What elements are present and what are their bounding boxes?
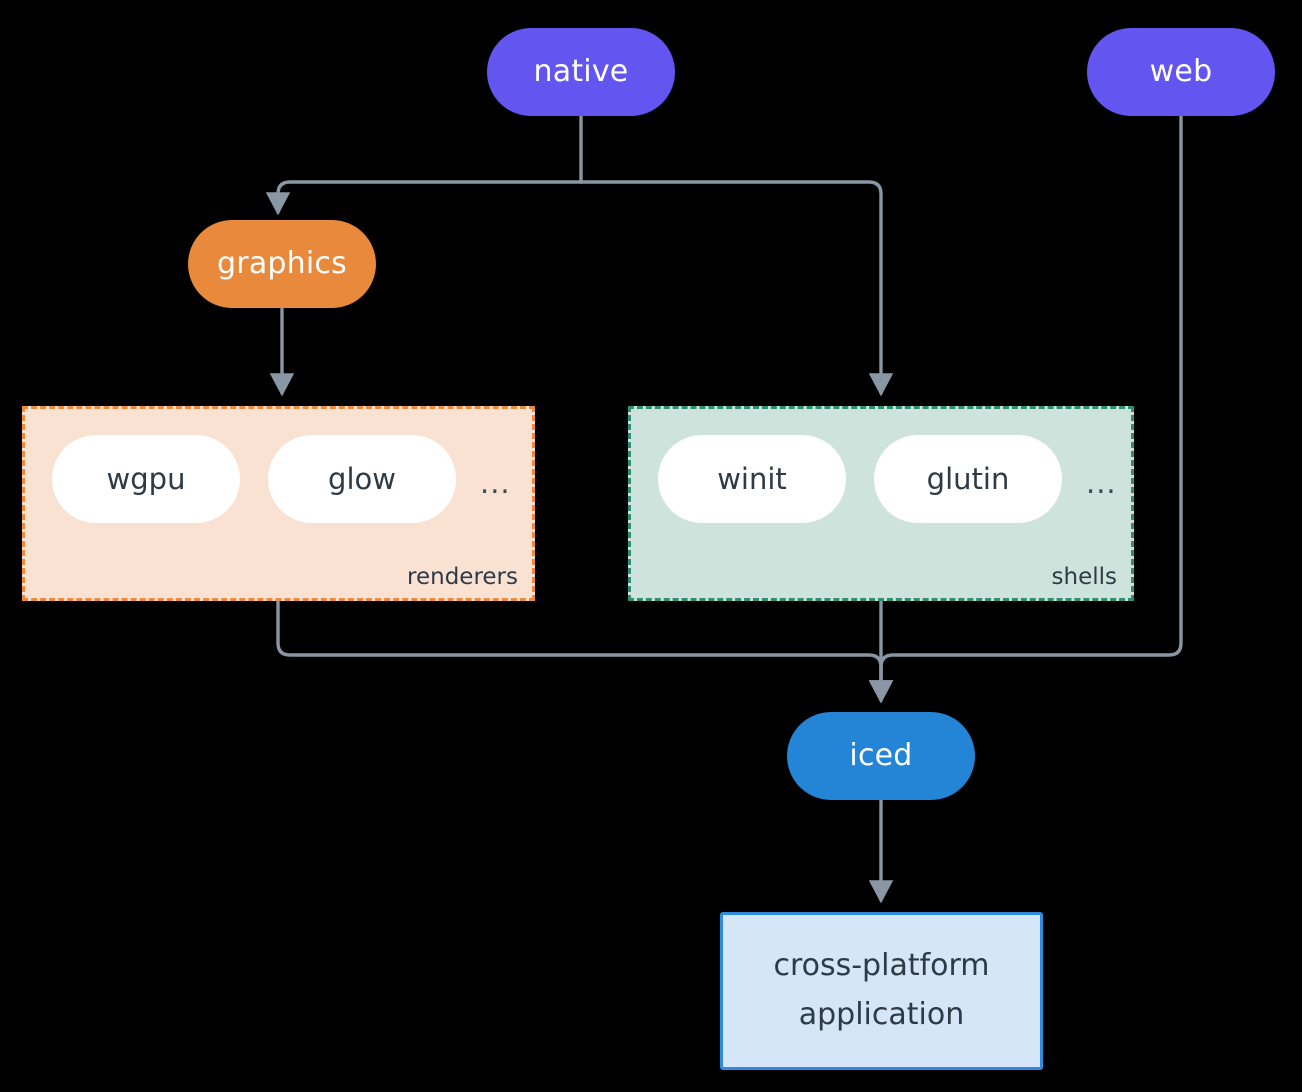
node-native-label: native — [533, 54, 629, 89]
group-shells-label: shells — [1051, 564, 1117, 590]
node-web-label: web — [1149, 54, 1213, 89]
renderer-item-wgpu[interactable]: wgpu — [52, 435, 240, 523]
node-application-label: cross-platform application — [773, 948, 990, 1032]
shells-ellipsis: ... — [1086, 466, 1117, 500]
edge-web-to-iced — [868, 115, 1183, 704]
node-graphics[interactable]: graphics — [188, 220, 376, 308]
renderer-item-glow-label: glow — [328, 461, 396, 496]
node-web[interactable]: web — [1087, 28, 1275, 116]
renderer-item-wgpu-label: wgpu — [106, 461, 186, 496]
edge-native-to-shells — [579, 180, 894, 397]
node-iced[interactable]: iced — [787, 712, 975, 800]
node-native[interactable]: native — [487, 28, 675, 116]
group-renderers: wgpu glow ... renderers — [22, 406, 535, 601]
shell-item-winit[interactable]: winit — [658, 435, 846, 523]
edge-renderers-to-iced — [276, 599, 894, 704]
renderer-item-glow[interactable]: glow — [268, 435, 456, 523]
shell-item-glutin-label: glutin — [926, 461, 1010, 496]
node-application[interactable]: cross-platform application — [720, 912, 1043, 1070]
edge-native-to-graphics — [265, 180, 583, 216]
node-graphics-label: graphics — [217, 246, 347, 281]
renderers-ellipsis: ... — [480, 466, 511, 500]
group-renderers-label: renderers — [407, 564, 518, 590]
group-shells: winit glutin ... shells — [628, 406, 1134, 601]
shell-item-glutin[interactable]: glutin — [874, 435, 1062, 523]
node-iced-label: iced — [849, 738, 913, 773]
shell-item-winit-label: winit — [717, 461, 787, 496]
